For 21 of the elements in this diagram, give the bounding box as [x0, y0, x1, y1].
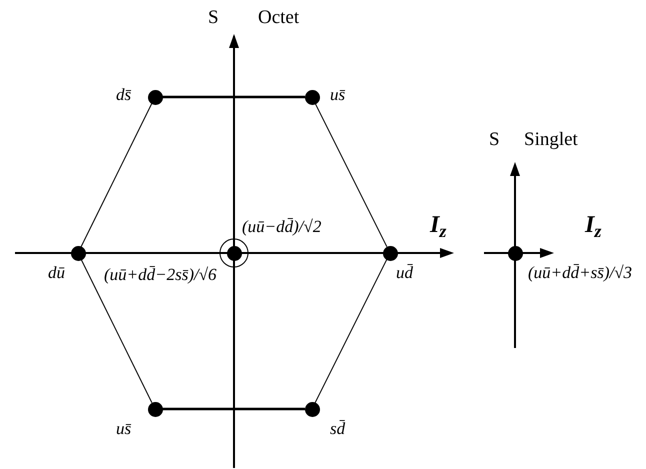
state-label: ud̄: [396, 262, 413, 284]
state-label: us̄: [116, 418, 132, 440]
state-label: ds̄: [116, 84, 132, 106]
axis-label: I$_{z}$: [430, 211, 446, 240]
hexagon-edge: [80, 102, 152, 248]
state-label: (uū+dd̄−2ss̄)/√6: [104, 264, 217, 286]
hexagon-edge: [162, 96, 305, 98]
axis-title: Singlet: [524, 128, 578, 152]
hexagon-edge: [314, 258, 388, 404]
hexagon-edge: [162, 408, 305, 410]
state-label: sd̄: [330, 418, 346, 440]
state-label: dū: [48, 262, 65, 284]
state-label: (uū−dd̄)/√2: [242, 216, 322, 238]
state-label: us̄: [330, 84, 346, 106]
state-label: (uū+dd̄+ss̄)/√3: [528, 262, 632, 284]
axis-title: S: [208, 6, 219, 30]
hexagon-edge: [314, 102, 388, 248]
axis-title: Octet: [258, 6, 300, 30]
hexagon-edge: [80, 258, 152, 404]
axis-label: I$_{z}$: [585, 211, 602, 240]
axis-title: S: [489, 128, 500, 152]
